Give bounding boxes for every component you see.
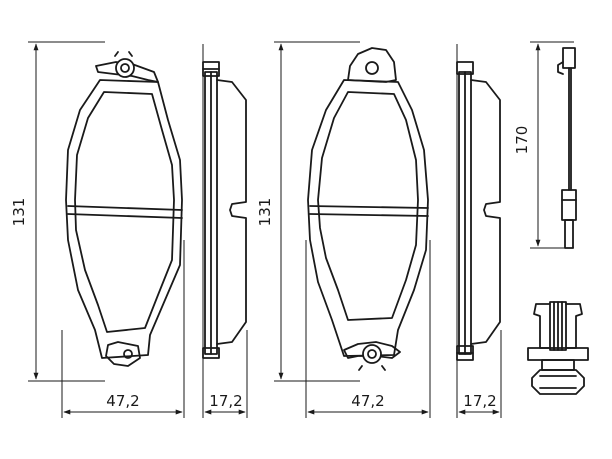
- pad-2-width-label: 47,2: [351, 392, 384, 410]
- pad-1-width-label: 47,2: [106, 392, 139, 410]
- wear-sensor: 170: [513, 41, 577, 249]
- pad-2-side-view: 17,2: [456, 44, 502, 418]
- pad-2-front-view: 131 47,2: [256, 41, 431, 418]
- sensor-connector: [527, 301, 589, 395]
- pad-1-front-view: 131 47,2: [10, 41, 185, 418]
- pad-1-thickness-label: 17,2: [209, 392, 242, 410]
- pad-1-height-label: 131: [10, 198, 28, 227]
- sensor-length-label: 170: [513, 126, 531, 155]
- pad-2-thickness-label: 17,2: [463, 392, 496, 410]
- pad-1-side-view: 17,2: [202, 44, 248, 418]
- pad-2-height-label: 131: [256, 198, 274, 227]
